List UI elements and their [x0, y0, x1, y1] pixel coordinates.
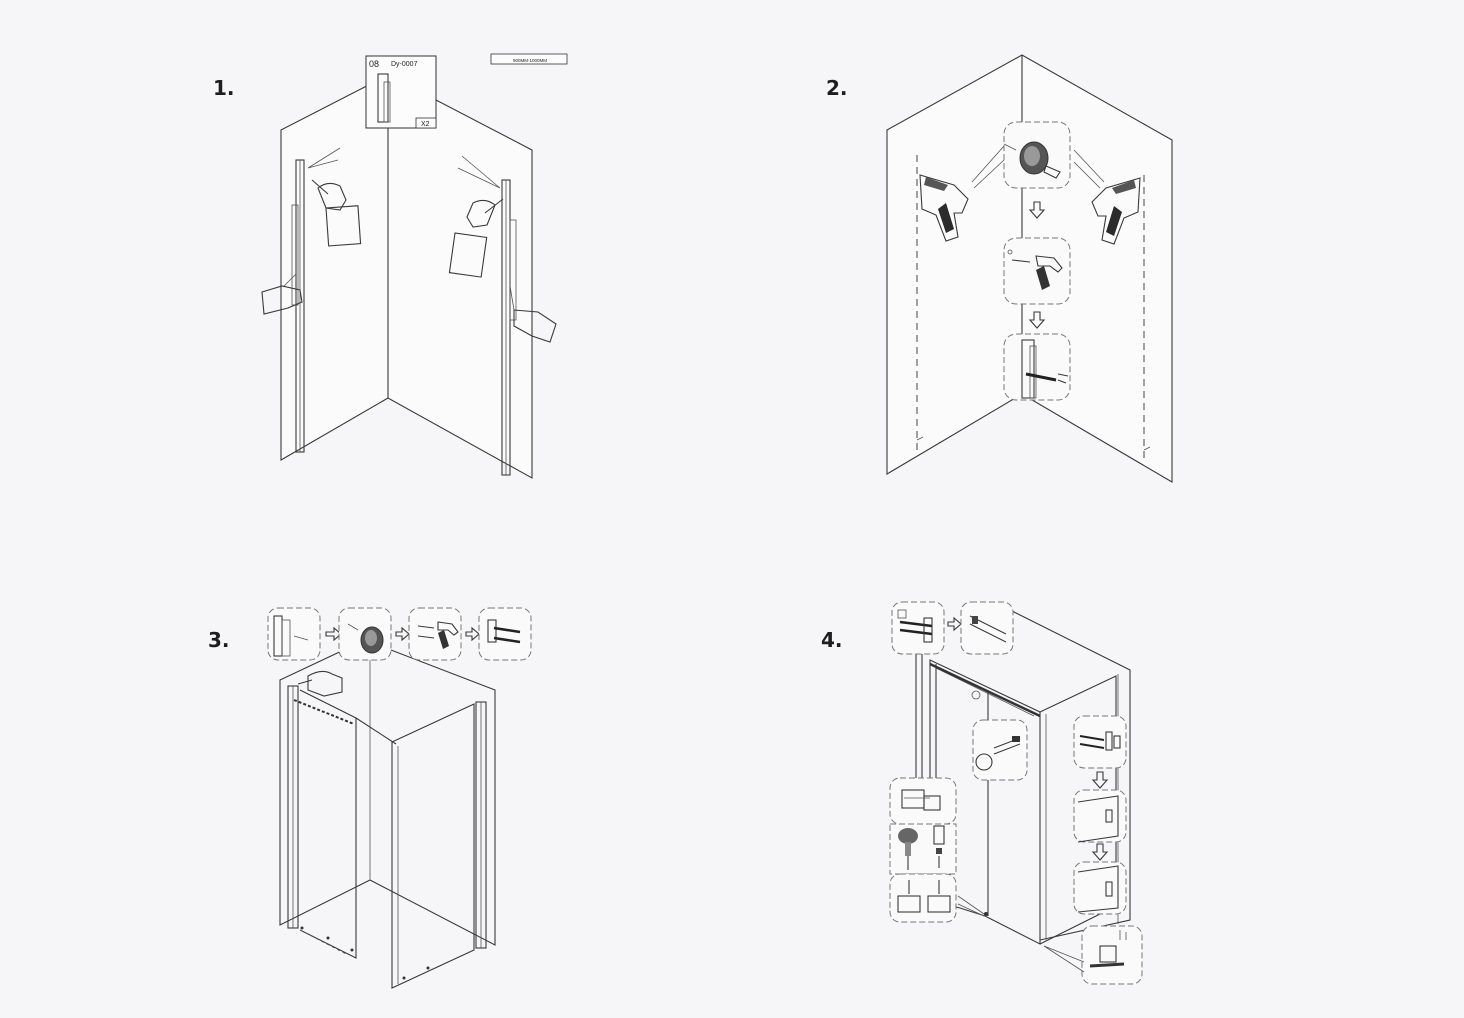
- detail-bubble-marking: [267, 607, 321, 661]
- step-4-diagram: [889, 601, 1143, 985]
- detail-bubble-drilling: [889, 823, 957, 875]
- detail-bubble-cover: [1073, 861, 1127, 915]
- hand-holding-profile-icon: [509, 285, 557, 343]
- right-wall-profile: [501, 179, 517, 476]
- detail-bubble-screwing: [478, 607, 532, 661]
- step-4-number: 4.: [821, 628, 843, 652]
- hand-holding-profile-icon: [261, 273, 303, 315]
- step-1-diagram: 08 Dy-0007 X2 900MM-1000MM: [261, 53, 568, 479]
- hand-with-pencil-icon: [297, 670, 343, 697]
- step-3-diagram: [267, 607, 532, 989]
- arrow-right-icon: [395, 626, 410, 642]
- step-2-number: 2.: [826, 76, 848, 100]
- arrow-right-icon: [465, 626, 480, 642]
- size-range: 900MM-1000MM: [513, 58, 547, 63]
- part-quantity: X2: [421, 121, 430, 128]
- power-drill-icon: [1003, 141, 1061, 179]
- detail-bubble-drilling: [1003, 121, 1071, 189]
- size-tag: 900MM-1000MM: [490, 53, 568, 65]
- detail-bubble-anchor: [1003, 237, 1071, 305]
- detail-bubble-track: [891, 601, 945, 655]
- step-3-number: 3.: [208, 628, 230, 652]
- detail-bubble-anchor: [408, 607, 462, 661]
- hand-with-pencil-icon: [448, 198, 504, 278]
- step-1-number: 1.: [213, 76, 235, 100]
- arrow-right-icon: [947, 616, 962, 632]
- part-code: 08: [369, 59, 379, 69]
- part-label-box: 08 Dy-0007 X2: [365, 55, 437, 129]
- power-drill-icon: [898, 828, 918, 870]
- detail-bubble-rail: [960, 601, 1014, 655]
- detail-bubble-screwing: [1003, 333, 1071, 401]
- power-drill-icon: [347, 623, 384, 654]
- part-id: Dy-0007: [391, 61, 418, 68]
- step-2-diagram: [886, 54, 1173, 483]
- hammer-icon: [1007, 249, 1063, 290]
- hand-with-pencil-icon: [311, 179, 362, 247]
- hammer-icon: [417, 621, 459, 649]
- arrow-right-icon: [325, 626, 342, 642]
- detail-bubble-floor-stop: [1081, 925, 1143, 985]
- detail-bubble-handle: [972, 719, 1028, 781]
- detail-bubble-bottom-guide: [889, 873, 957, 923]
- arrow-down-icon: [1092, 771, 1108, 789]
- detail-bubble-drilling: [338, 607, 392, 661]
- detail-bubble-bracket: [1073, 715, 1127, 769]
- power-drill-icon: [919, 174, 969, 242]
- detail-bubble-fixing: [1073, 789, 1127, 843]
- arrow-down-icon: [1092, 843, 1108, 861]
- power-drill-icon: [1091, 177, 1141, 245]
- detail-bubble-roller: [889, 777, 957, 825]
